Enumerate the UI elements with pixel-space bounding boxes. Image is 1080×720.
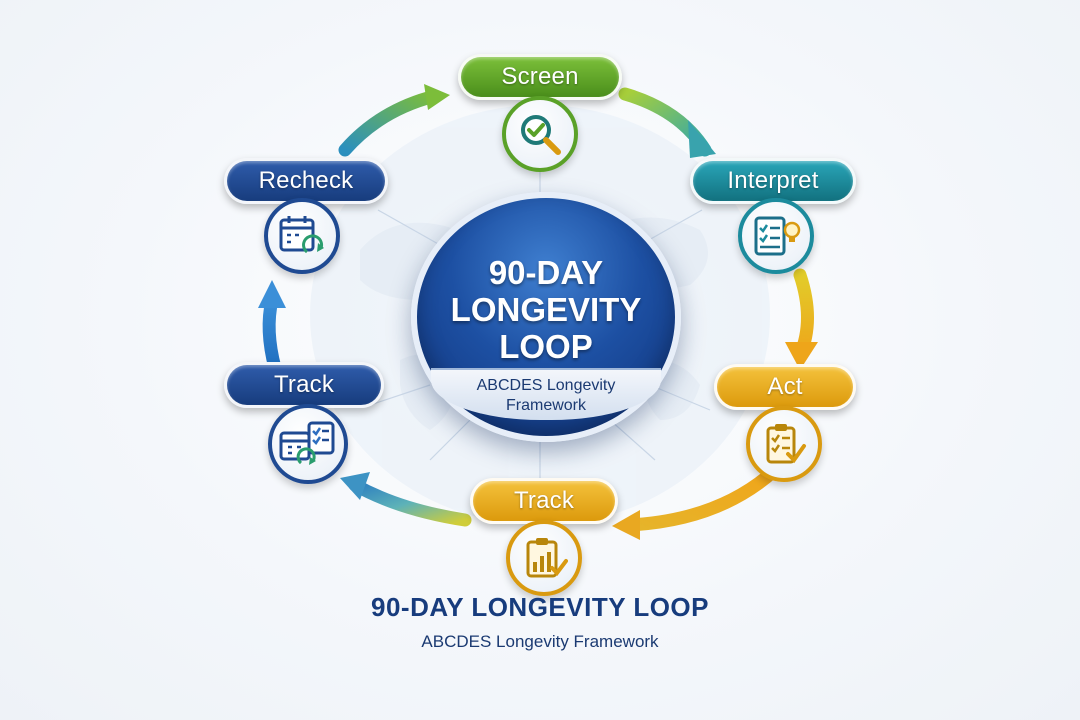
chart-clipboard-icon — [526, 538, 568, 578]
stage-interpret-badge — [738, 198, 814, 274]
arrow-act-to-track — [623, 463, 782, 532]
arrowhead-act-to-track — [612, 510, 640, 540]
arrow-heads — [258, 84, 818, 540]
arrowhead-track-to-recheck — [258, 280, 286, 308]
stage-track-left-label: Track — [224, 362, 384, 408]
clipboard-check-icon — [766, 424, 806, 464]
checklist-lightbulb-icon — [754, 216, 801, 256]
arrowhead-screen-to-interpret — [688, 120, 716, 158]
stage-track-left-badge — [268, 404, 348, 484]
stage-track-bottom-label: Track — [470, 478, 618, 524]
footer-subtitle: ABCDES Longevity Framework — [421, 632, 659, 651]
center-hub-subtitle: ABCDES Longevity Framework — [476, 377, 616, 414]
arrowhead-recheck-to-screen — [424, 84, 450, 110]
stage-recheck-badge — [264, 198, 340, 274]
arrow-recheck-to-screen — [338, 89, 442, 157]
calendar-refresh-icon — [279, 216, 324, 254]
stage-recheck-label: Recheck — [224, 158, 388, 204]
center-hub-title: 90-DAY LONGEVITY LOOP — [450, 254, 642, 365]
stage-track-bottom-badge — [506, 520, 582, 596]
arrow-track-to-recheck — [262, 293, 282, 375]
footer-title: 90-DAY LONGEVITY LOOP — [370, 592, 709, 622]
arrowhead-interpret-to-act — [785, 342, 818, 370]
center-hub: 90-DAY LONGEVITY LOOP ABCDES Longevity F… — [411, 192, 681, 442]
stage-screen-label: Screen — [458, 54, 622, 100]
stage-act-badge — [746, 406, 822, 482]
stage-screen-badge — [502, 96, 578, 172]
calendar-checklist-icon — [279, 421, 335, 465]
magnifier-check-icon — [521, 115, 561, 155]
arrowhead-track-to-track — [340, 472, 370, 500]
stage-act-label: Act — [714, 364, 856, 410]
spoke-lines — [369, 160, 711, 480]
arrow-track-to-track — [348, 478, 472, 527]
center-hub-band: ABCDES Longevity Framework — [431, 368, 661, 420]
